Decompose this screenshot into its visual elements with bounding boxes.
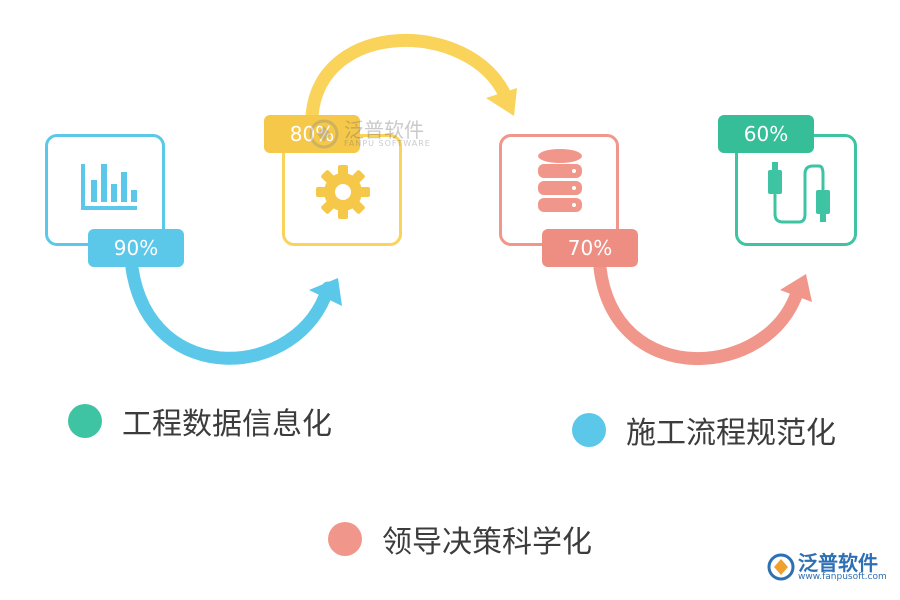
legend-dot-salmon xyxy=(328,522,362,556)
step-card-data xyxy=(45,134,165,246)
corner-brand: 泛普软件 xyxy=(798,550,878,575)
arrow-arc-salmon xyxy=(593,261,805,365)
arrow-arc-blue xyxy=(125,261,335,365)
watermark-center: 泛普软件 FANPU SOFTWARE xyxy=(308,118,431,150)
gear-icon xyxy=(316,165,370,219)
legend-label: 工程数据信息化 xyxy=(122,407,332,442)
legend-dot-blue xyxy=(572,413,606,447)
percent-badge-1: 90% xyxy=(88,229,184,267)
watermark-sub: FANPU SOFTWARE xyxy=(344,139,431,148)
arrow-head-salmon xyxy=(780,274,812,302)
arrow-head-blue xyxy=(309,278,342,306)
legend-dot-green xyxy=(68,404,102,438)
arrow-head-yellow xyxy=(486,88,517,116)
watermark-brand: 泛普软件 xyxy=(344,118,424,142)
usb-cable-icon xyxy=(768,162,830,224)
legend-label: 领导决策科学化 xyxy=(382,525,592,560)
legend-item-construction-process: 施工流程规范化 xyxy=(572,408,836,452)
bar-chart-icon xyxy=(81,164,137,210)
brand-logo-icon xyxy=(767,553,795,581)
legend-label: 施工流程规范化 xyxy=(626,416,836,451)
brand-logo-icon xyxy=(309,119,339,149)
legend-item-leadership-decision: 领导决策科学化 xyxy=(328,517,592,561)
arrow-arc-yellow xyxy=(305,33,512,123)
database-icon xyxy=(538,149,582,212)
step-card-database xyxy=(499,134,619,246)
percent-badge-3: 70% xyxy=(542,229,638,267)
watermark-corner: 泛普软件 www.fanpusoft.com xyxy=(766,552,887,582)
percent-badge-2: 80% xyxy=(264,115,360,153)
corner-url: www.fanpusoft.com xyxy=(798,571,887,582)
percent-badge-4: 60% xyxy=(718,115,814,153)
legend-item-engineering-data: 工程数据信息化 xyxy=(68,399,332,443)
